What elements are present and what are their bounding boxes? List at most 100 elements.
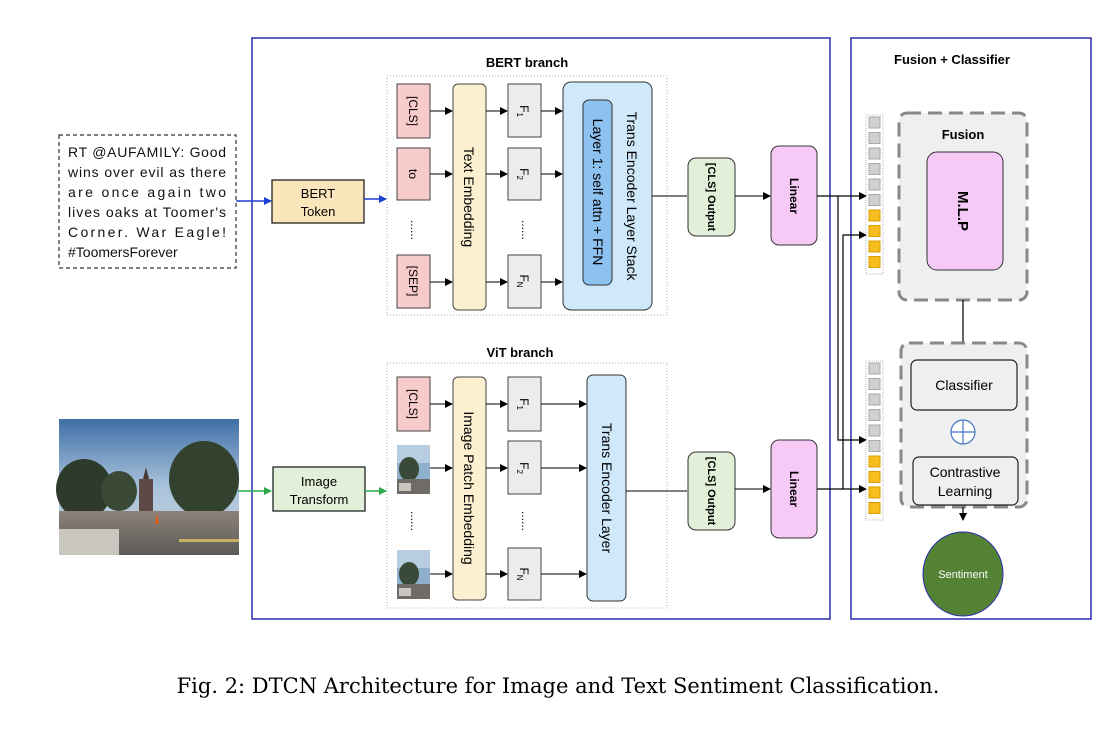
main-branches-frame bbox=[251, 37, 831, 620]
feature-label: F bbox=[517, 274, 531, 281]
sentiment-output-node: Sentiment bbox=[922, 531, 1004, 617]
image-transform-label: Image bbox=[301, 474, 337, 489]
feature-subscript: N bbox=[515, 282, 524, 288]
svg-text:FN: FN bbox=[515, 567, 531, 580]
vit-branch: ViT branch [CLS] ...... Image Patch Embe… bbox=[386, 345, 818, 609]
text-embedding-box bbox=[452, 83, 487, 311]
vit-branch-title: ViT branch bbox=[487, 345, 554, 360]
image-patch bbox=[397, 445, 430, 494]
feature-box bbox=[507, 254, 542, 309]
ellipsis: ...... bbox=[408, 220, 422, 240]
cls-output-box bbox=[687, 157, 736, 237]
image-feature-cell bbox=[868, 502, 881, 514]
text-feature-cell bbox=[868, 116, 881, 129]
feature-box bbox=[507, 147, 542, 201]
mlp-box bbox=[926, 151, 1004, 271]
svg-text:FN: FN bbox=[515, 274, 531, 287]
image-feature-cell bbox=[868, 225, 881, 237]
image-feature-cell bbox=[868, 486, 881, 499]
feature-subscript: 2 bbox=[515, 469, 524, 474]
trans-encoder-layer-label: Trans Encoder Layer bbox=[599, 423, 615, 554]
image-transform-label: Transform bbox=[290, 492, 349, 507]
bert-branch-title: BERT branch bbox=[486, 55, 568, 70]
feature-subscript: 1 bbox=[515, 112, 524, 117]
contrastive-label: Learning bbox=[938, 483, 993, 499]
classifier-box bbox=[910, 359, 1018, 411]
text-feature-cell bbox=[868, 393, 881, 406]
classifier-group-box: Classifier Contrastive Learning bbox=[899, 341, 1029, 509]
feature-label: F bbox=[517, 462, 531, 469]
bert-token-label: Token bbox=[301, 204, 336, 219]
input-tweet-box: RT @AUFAMILY: Good wins over evil as the… bbox=[58, 134, 237, 269]
image-patch bbox=[397, 550, 430, 599]
svg-text:F1: F1 bbox=[515, 398, 531, 410]
text-feature-cell bbox=[868, 409, 881, 421]
mlp-label: M.L.P bbox=[954, 191, 971, 231]
trans-encoder-layer-box bbox=[586, 374, 627, 602]
image-feature-cell bbox=[868, 256, 881, 268]
bert-branch: BERT branch [CLS] to ...... [SEP] Text E… bbox=[386, 55, 818, 316]
linear-label: Linear bbox=[787, 471, 801, 507]
text-feature-cell bbox=[868, 424, 881, 437]
token-label: to bbox=[406, 169, 420, 179]
feature-box bbox=[507, 547, 542, 601]
fusion-classifier-frame bbox=[850, 37, 1092, 620]
feature-subscript: 1 bbox=[515, 405, 524, 410]
svg-text:F1: F1 bbox=[515, 105, 531, 117]
text-feature-cell bbox=[868, 194, 881, 206]
bert-token-label: BERT bbox=[301, 186, 335, 201]
svg-text:F2: F2 bbox=[515, 462, 531, 474]
text-feature-cell bbox=[868, 132, 881, 144]
feature-subscript: N bbox=[515, 575, 524, 581]
feature-label: F bbox=[517, 567, 531, 574]
concat-feature-vector-bottom bbox=[865, 360, 884, 521]
classifier-label: Classifier bbox=[935, 377, 993, 393]
trans-encoder-stack-label: Trans Encoder Layer Stack bbox=[624, 111, 640, 281]
token-to bbox=[396, 147, 431, 201]
tweet-line: wins over evil as there bbox=[67, 164, 226, 180]
text-feature-cell bbox=[868, 440, 881, 452]
image-patch-embedding-box bbox=[452, 376, 487, 601]
text-feature-cell bbox=[868, 378, 881, 390]
combine-plus-icon bbox=[950, 419, 976, 445]
sentiment-label: Sentiment bbox=[938, 569, 988, 581]
tweet-line: lives oaks at Toomer's bbox=[68, 204, 226, 220]
ellipsis: ...... bbox=[519, 511, 533, 531]
text-feature-cell bbox=[868, 147, 881, 160]
token-cls bbox=[396, 376, 431, 432]
token-label: [SEP] bbox=[406, 266, 420, 297]
ellipsis: ...... bbox=[408, 511, 422, 531]
token-label: [CLS] bbox=[406, 389, 420, 419]
feature-box bbox=[507, 440, 542, 495]
cls-output-label: [CLS] Output bbox=[705, 457, 717, 526]
feature-subscript: 2 bbox=[515, 175, 524, 180]
layer1-box bbox=[582, 99, 613, 286]
cls-output-label: [CLS] Output bbox=[705, 163, 717, 232]
fusion-title: Fusion bbox=[942, 127, 985, 142]
feature-label: F bbox=[517, 105, 531, 112]
concat-feature-vector-top bbox=[865, 114, 884, 275]
image-transform-box: Image Transform bbox=[272, 466, 366, 512]
text-feature-cell bbox=[868, 163, 881, 175]
cls-output-box bbox=[687, 451, 736, 531]
image-feature-cell bbox=[868, 209, 881, 222]
contrastive-label: Contrastive bbox=[930, 464, 1001, 480]
tweet-line: are once again two bbox=[68, 184, 226, 200]
image-feature-cell bbox=[868, 455, 881, 468]
image-patch-embedding-label: Image Patch Embedding bbox=[461, 411, 477, 564]
image-feature-cell bbox=[868, 471, 881, 483]
text-embedding-label: Text Embedding bbox=[461, 147, 477, 247]
feature-label: F bbox=[517, 398, 531, 405]
svg-text:F2: F2 bbox=[515, 168, 531, 180]
figure-caption: Fig. 2: DTCN Architecture for Image and … bbox=[177, 674, 940, 698]
tweet-line: #ToomersForever bbox=[68, 244, 178, 260]
image-feature-cell bbox=[868, 240, 881, 253]
linear-label: Linear bbox=[787, 178, 801, 214]
token-sep bbox=[396, 254, 431, 309]
tweet-line: RT @AUFAMILY: Good bbox=[68, 144, 226, 160]
fusion-classifier-title: Fusion + Classifier bbox=[894, 52, 1010, 67]
layer1-label: Layer 1: self attn + FFN bbox=[590, 119, 606, 266]
ellipsis: ...... bbox=[519, 220, 533, 240]
tweet-line: Corner. War Eagle! bbox=[68, 224, 226, 240]
